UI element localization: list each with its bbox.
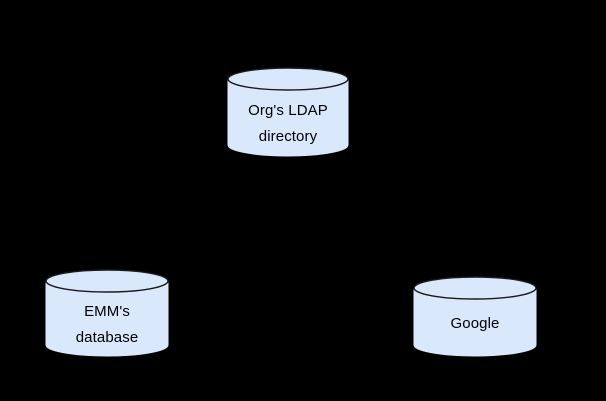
cylinder-icon [413,276,537,357]
database-node-ldap[interactable]: Org's LDAP directory [227,67,349,157]
cylinder-icon [227,67,349,157]
cylinder-icon [45,269,169,357]
database-node-google[interactable]: Google [413,276,537,357]
database-node-emm[interactable]: EMM's database [45,269,169,357]
